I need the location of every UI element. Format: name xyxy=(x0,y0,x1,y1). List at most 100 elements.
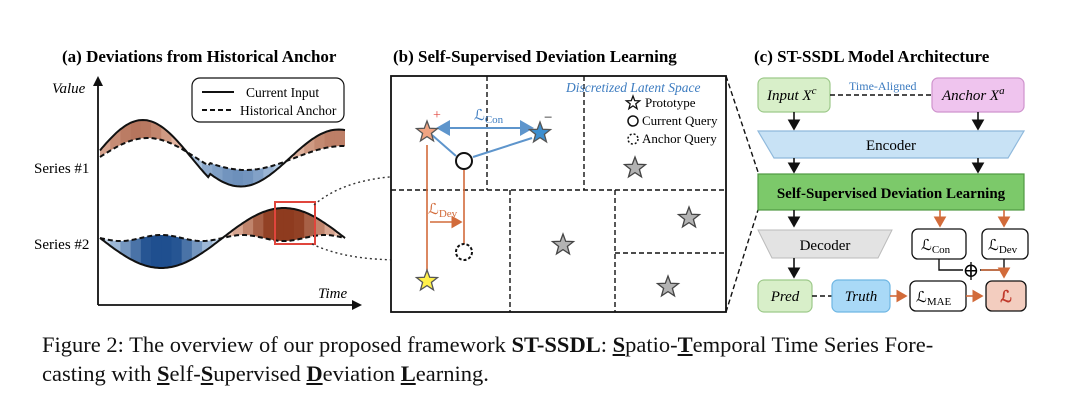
deviation-stripe xyxy=(202,120,213,187)
caption-initial: S xyxy=(156,361,170,386)
series-1-deviation-fill xyxy=(100,120,345,187)
caption-initial: L xyxy=(400,361,416,386)
caption-text: patio- xyxy=(625,332,678,357)
encoder-label: Encoder xyxy=(866,138,916,154)
deviation-stripe xyxy=(304,120,315,187)
deviation-stripe xyxy=(171,120,183,187)
panel-c-title: (c) ST-SSDL Model Architecture xyxy=(754,47,990,66)
series-1-current-curve xyxy=(99,118,346,188)
figure-caption: Figure 2: The overview of our proposed f… xyxy=(42,330,1042,388)
deviation-stripe xyxy=(222,120,234,187)
encoder-block xyxy=(756,130,1026,159)
caption-initial: D xyxy=(306,361,323,386)
legend-dashed-circle-icon xyxy=(627,133,639,145)
time-aligned-label: Time-Aligned xyxy=(849,79,917,93)
ssdl-label: Self-Supervised Deviation Learning xyxy=(777,186,1006,202)
caption-colon: : xyxy=(600,332,613,357)
deviation-stripe xyxy=(242,208,254,268)
prototype-star xyxy=(622,155,648,179)
deviation-stripe xyxy=(100,120,111,187)
deviation-stripe xyxy=(232,208,244,268)
deviation-stripe xyxy=(314,120,326,187)
highlight-window xyxy=(274,201,316,245)
loss-mae-label: ℒMAE xyxy=(916,290,952,308)
caption-text: emporal Time Series Fore- xyxy=(692,332,934,357)
deviation-stripe xyxy=(314,208,326,268)
deviation-stripe xyxy=(222,208,234,268)
deviation-stripe xyxy=(120,120,132,187)
deviation-stripe xyxy=(283,208,295,268)
caption-text: casting with xyxy=(42,361,157,386)
deviation-stripe xyxy=(191,208,203,268)
zoom-line-bottom xyxy=(725,209,759,313)
deviation-stripe xyxy=(293,208,305,268)
series-2-label: Series #2 xyxy=(34,237,89,253)
deviation-stripe xyxy=(151,208,162,268)
panel-b-title: (b) Self-Supervised Deviation Learning xyxy=(393,47,677,66)
deviation-stripe xyxy=(253,120,264,187)
deviation-stripe xyxy=(100,208,111,268)
anchor-prototype-star xyxy=(414,268,440,292)
anchor-query-point xyxy=(455,243,473,261)
caption-text: eviation xyxy=(322,361,401,386)
legend-current-label: Current Input xyxy=(246,85,319,100)
con-to-sum-line xyxy=(938,259,963,271)
time-aligned-bg xyxy=(846,80,914,92)
caption-text: elf- xyxy=(169,361,201,386)
x-axis-label: Time xyxy=(318,286,348,302)
caption-text: upervised xyxy=(213,361,307,386)
push-negative-line xyxy=(472,137,533,158)
deviation-stripe xyxy=(273,208,285,268)
deviation-stripe xyxy=(151,120,162,187)
decoder-block xyxy=(757,229,893,259)
loss-dev-box xyxy=(981,228,1029,260)
deviation-stripe xyxy=(181,120,193,187)
decoder-label: Decoder xyxy=(800,238,851,254)
caption-initial: S xyxy=(612,332,626,357)
loss-con-label: ℒCon xyxy=(474,108,504,126)
caption-initial: S xyxy=(200,361,214,386)
panel-a-title: (a) Deviations from Historical Anchor xyxy=(62,47,337,66)
input-label: Input Xc xyxy=(766,85,817,104)
arrow-sum-total xyxy=(981,267,1011,279)
series-1-anchor-curve xyxy=(99,137,345,171)
anchor-label: Anchor Xa xyxy=(941,85,1005,104)
deviation-stripe xyxy=(253,208,264,268)
prototype-star xyxy=(655,274,681,298)
legend-star-icon xyxy=(624,94,642,111)
loss-dev-box-label: ℒDev xyxy=(988,238,1018,256)
y-axis-arrow-icon xyxy=(93,76,103,86)
latent-space-box xyxy=(390,75,727,313)
deviation-stripe xyxy=(140,208,152,268)
deviation-stripe xyxy=(232,120,244,187)
caption-model-name: ST-SSDL xyxy=(511,332,601,357)
loss-total-label: ℒ xyxy=(1000,289,1012,306)
pull-positive-line xyxy=(431,134,457,157)
series-2-anchor-curve xyxy=(99,234,346,242)
series-1-label: Series #1 xyxy=(34,161,89,177)
latent-space-label: Discretized Latent Space xyxy=(565,80,700,95)
loss-con-box-label: ℒCon xyxy=(921,238,951,256)
deviation-stripe xyxy=(273,120,285,187)
zoom-line-top xyxy=(725,75,759,173)
negative-prototype-star xyxy=(527,120,553,144)
legend-circle-icon xyxy=(627,115,639,127)
plus-sign: + xyxy=(433,108,441,123)
positive-prototype-star xyxy=(414,119,440,143)
loss-dev-label: ℒDev xyxy=(428,202,458,220)
deviation-stripe xyxy=(191,120,203,187)
pred-label: Pred xyxy=(770,289,800,305)
ssdl-block xyxy=(757,173,1025,211)
deviation-stripe xyxy=(140,120,152,187)
minus-sign: − xyxy=(544,110,552,126)
deviation-stripe xyxy=(283,120,295,187)
dev-to-sum-line xyxy=(980,259,1005,271)
deviation-stripe xyxy=(212,208,223,268)
prototype-star xyxy=(676,205,702,229)
deviation-stripe xyxy=(242,120,254,187)
deviation-stripe xyxy=(263,120,275,187)
legend-anchor-query-label: Anchor Query xyxy=(642,131,717,146)
caption-text: earning. xyxy=(415,361,489,386)
deviation-stripe xyxy=(293,120,305,187)
deviation-stripe xyxy=(161,208,172,268)
